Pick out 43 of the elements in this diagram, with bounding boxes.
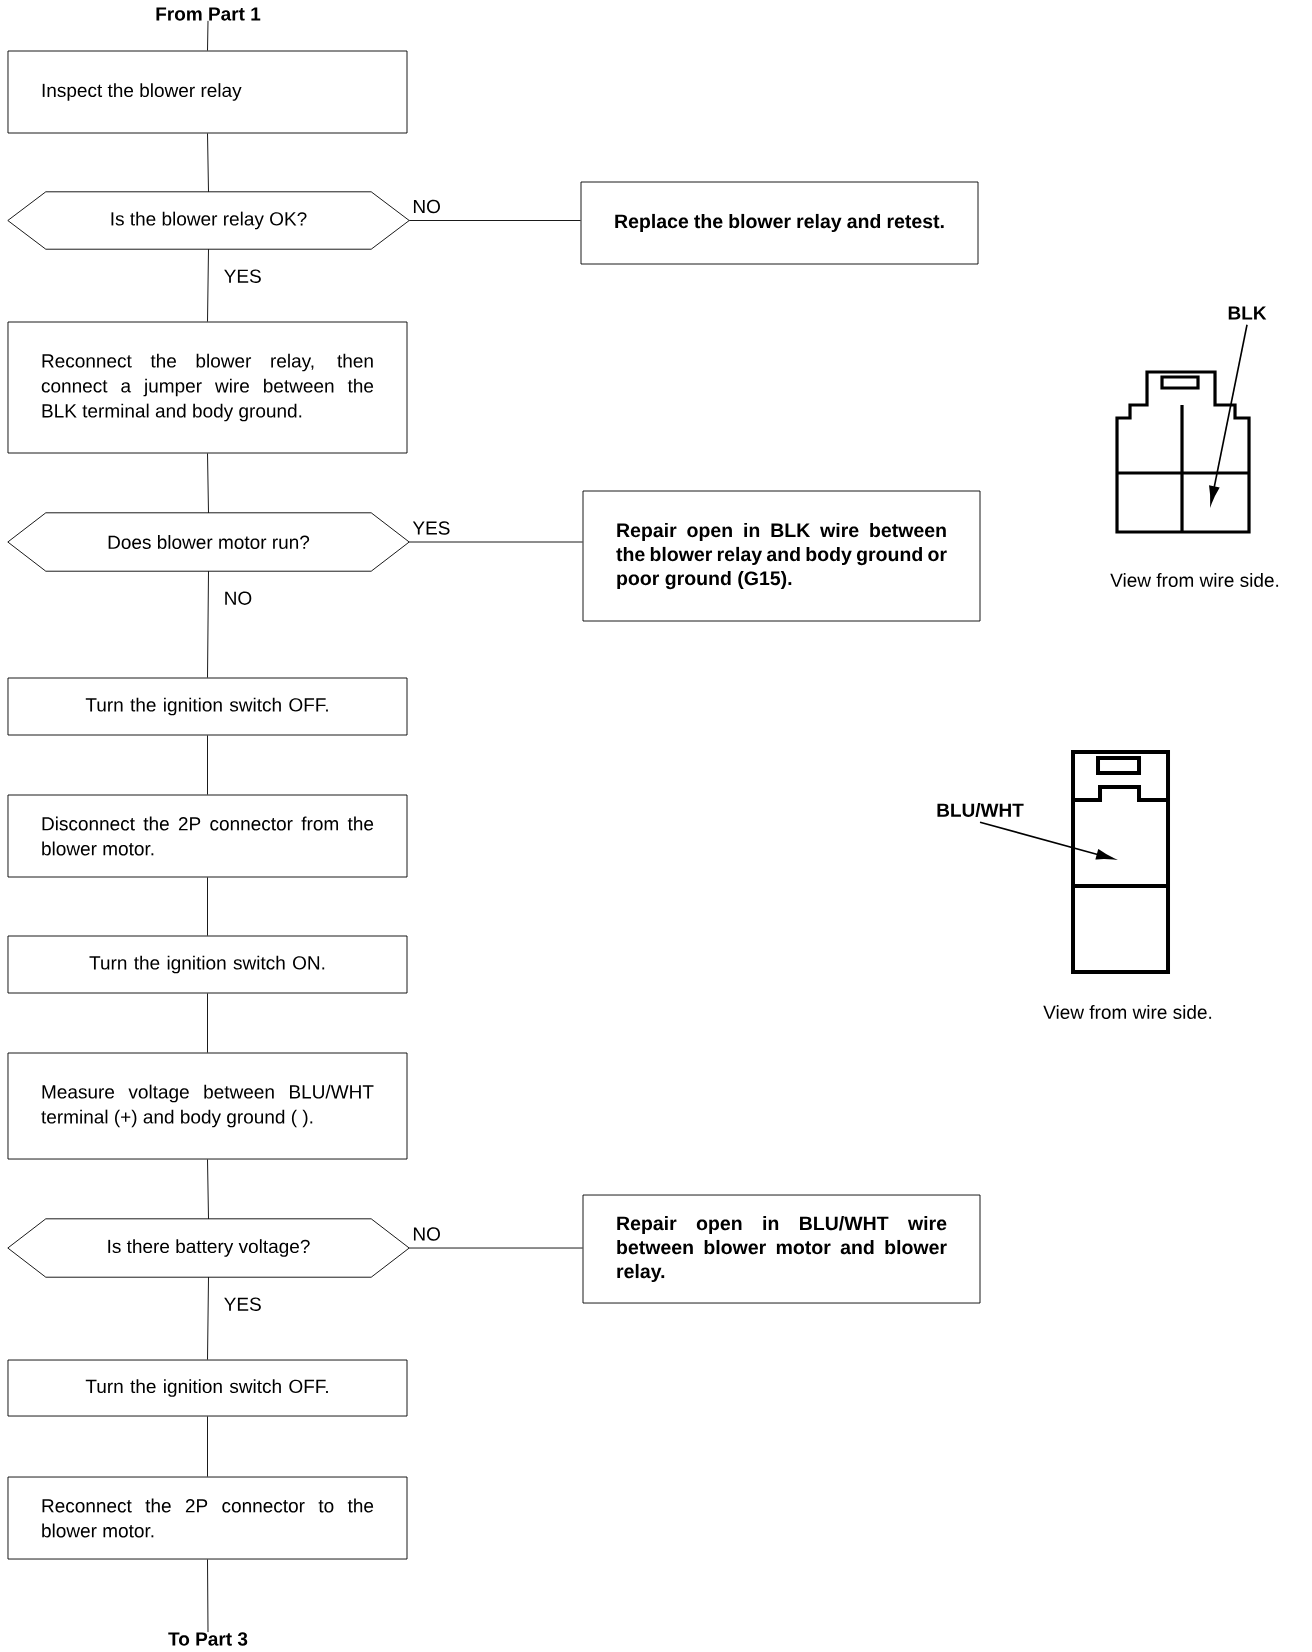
decision-hexagon: Is the blower relay OK? — [7, 191, 410, 250]
process-box: Turn the ignition switch OFF. — [7, 1359, 408, 1417]
connector-line — [207, 877, 208, 936]
connector-line — [408, 1247, 583, 1249]
edge-label: YES — [222, 268, 263, 284]
wire-label: BLU/WHT — [937, 802, 1024, 818]
connector-line — [207, 735, 208, 795]
edge-label: NO — [411, 1226, 442, 1242]
process-box: Disconnect the 2P connector from the blower motor. — [7, 794, 408, 878]
connector-line — [207, 1416, 208, 1477]
connector-line — [408, 541, 583, 543]
connector-line — [207, 1159, 209, 1220]
connector-line — [207, 570, 209, 678]
edge-label: NO — [222, 590, 254, 606]
connector-line — [207, 993, 208, 1053]
view-caption: View from wire side. — [1043, 1005, 1212, 1019]
view-caption: View from wire side. — [1110, 573, 1279, 587]
connector-line — [408, 220, 581, 221]
connector-line — [207, 20, 209, 51]
process-box: Measure voltage between BLU/WHT terminal (+) and body ground ( ). — [7, 1052, 408, 1160]
connector-line — [207, 453, 209, 514]
process-box: Turn the ignition switch OFF. — [7, 677, 408, 736]
process-box: Repair open in BLU/WHT wire between blower motor and blower relay. — [582, 1194, 981, 1304]
process-box: Turn the ignition switch ON. — [7, 935, 408, 994]
connector-line — [207, 1559, 209, 1633]
connector-label: From Part 1 — [156, 7, 261, 21]
edge-label: YES — [411, 520, 452, 536]
connector-line — [207, 248, 209, 322]
process-box: Inspect the blower relay — [7, 50, 408, 134]
edge-label: NO — [411, 198, 442, 215]
process-box: Reconnect the blower relay, then connect a jumper wire between the BLK terminal and body ground. — [7, 321, 408, 454]
process-box: Replace the blower relay and retest. — [580, 181, 979, 265]
process-box: Repair open in BLK wire between the blower relay and body ground or poor ground (G15). — [582, 490, 981, 622]
process-box: Reconnect the 2P connector to the blower motor. — [7, 1476, 408, 1560]
leader-line — [979, 821, 1115, 860]
connector-line — [207, 1276, 209, 1360]
decision-hexagon: Is there battery voltage? — [7, 1218, 410, 1278]
leader-line — [1209, 323, 1248, 505]
connector-label: To Part 3 — [168, 1632, 248, 1646]
edge-label: YES — [222, 1296, 263, 1312]
wire-label: BLK — [1228, 306, 1267, 320]
decision-hexagon: Does blower motor run? — [7, 512, 410, 572]
connector-line — [207, 133, 209, 193]
